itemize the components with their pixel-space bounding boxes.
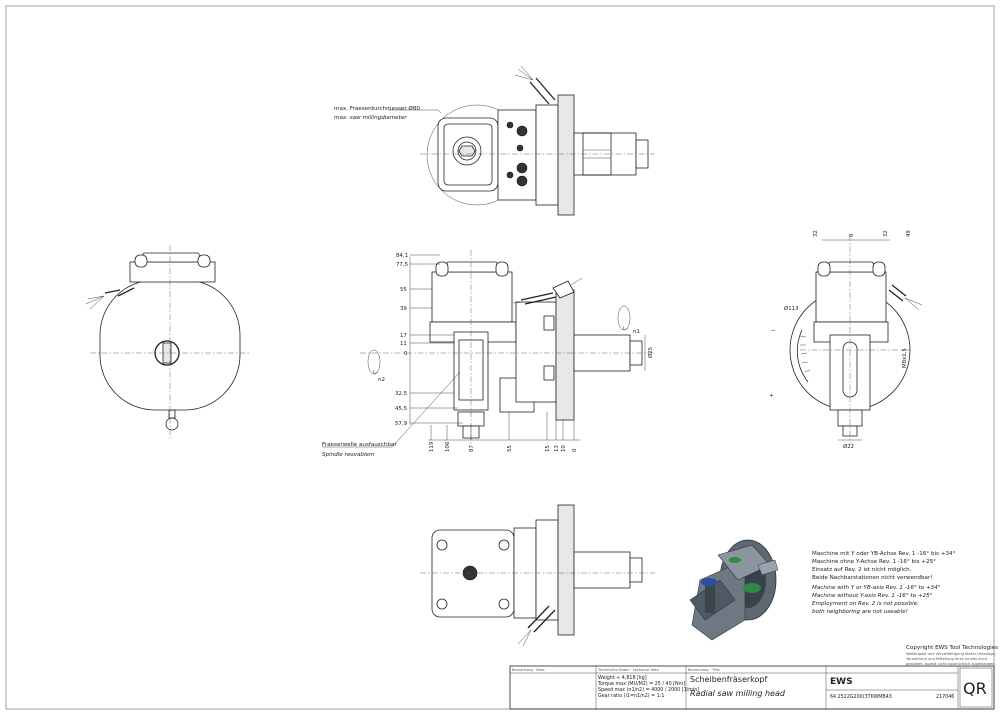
dim-label: 57,9 — [395, 421, 408, 427]
dim-label: 13 — [554, 445, 560, 452]
dim-label: 87 — [469, 445, 475, 452]
qr-label: QR — [963, 679, 987, 698]
company-logo: EWS — [830, 677, 853, 687]
copyright-block: Copyright EWS Tool Technologies Weiterga… — [906, 645, 998, 666]
svg-text:84,1: 84,1 — [396, 253, 408, 259]
note-line: Maschine ohne Y-Achse Rev. 1 -16° bis +2… — [812, 559, 936, 565]
minus-sign: − — [771, 328, 776, 334]
spec-line: Torque max (MU/M2) = 25 / 40 [Nm] — [597, 681, 685, 687]
tb-header: Bemerkung · Note — [512, 668, 545, 672]
top-view: max. Fraeserdurchmesser Ø80 max. saw mil… — [334, 65, 655, 216]
dim-label: 55 — [400, 287, 407, 293]
notes-block: Maschine mit Y oder YB-Achse Rev. 1 -16°… — [812, 551, 956, 615]
drawing-number: 217046 — [936, 694, 954, 700]
part-number: 64.2522G200(3TKWMB43 — [830, 694, 892, 700]
note-line: both neighboring are not useable! — [812, 609, 908, 615]
spec-line: Weight ≈ 4,818 [kg] — [598, 675, 647, 681]
copyright-title: Copyright EWS Tool Technologies — [906, 645, 998, 651]
dim-label: 15 — [545, 445, 551, 452]
dim-label: 119 — [429, 441, 435, 452]
dim-label: 11 — [400, 341, 407, 347]
dim-label: 0 — [404, 351, 408, 357]
saw-diameter-de-label: max. Fraeserdurchmesser Ø80 — [334, 105, 420, 112]
dim-label: Ø113 — [784, 305, 799, 312]
note-line: Machine with Y or YB-axis Rev. 1 -16° to… — [812, 585, 941, 591]
note-line: Einsatz auf Rev. 2 ist nicht möglich. — [812, 567, 912, 573]
dim-label: 32 — [813, 230, 819, 237]
dim-label: 39 — [400, 306, 407, 312]
dim-label: 0 — [572, 448, 578, 452]
note-line: Machine without Y-axis Rev. 1 -16° to +2… — [812, 593, 933, 599]
right-view: − + Ø113 32 0 32 49 M8x1,5 Ø22 — [769, 230, 923, 450]
title-en: Radial saw milling head — [690, 689, 786, 698]
dim-label: 0 — [849, 233, 855, 237]
copyright-text: gestattet, soweit nicht ausdrücklich zug… — [906, 662, 996, 666]
dim-label: 32,5 — [395, 391, 407, 397]
dim-label: 45,5 — [395, 406, 407, 412]
dim-label: Ø22 — [843, 443, 854, 450]
dim-label: 49 — [906, 230, 912, 237]
dim-shank-diameter: Ø25 — [647, 347, 654, 358]
dim-label: 77,5 — [396, 262, 408, 268]
isometric-render — [689, 539, 779, 641]
note-line: Maschine mit Y oder YB-Achse Rev. 1 -16°… — [812, 551, 956, 557]
dim-label: 10 — [561, 445, 567, 452]
tb-header: Technische Daten · technical data — [597, 668, 659, 672]
note-line: Employment on Rev. 2 is not possible. — [812, 601, 919, 607]
dim-label: M8x1,5 — [902, 348, 908, 368]
tb-header: Benennung · Title — [688, 668, 720, 672]
rotation-n2-label: n2 — [378, 377, 385, 383]
copyright-text: Weitergabe und Vervielfältigung dieser U… — [906, 652, 996, 656]
spec-line: Speed max (n1/n2) = 4000 / 2000 [1/min] — [598, 687, 699, 693]
dim-label: 55 — [507, 445, 513, 452]
rotation-n1-label: n1 — [633, 329, 641, 335]
title-de: Scheibenfräserkopf — [690, 675, 767, 684]
title-block: Bemerkung · Note Technische Daten · tech… — [509, 665, 995, 710]
spindle-en-label: Spindle reovablem — [322, 452, 375, 458]
bottom-view — [420, 504, 655, 647]
dim-label: 106 — [445, 441, 451, 452]
note-line: Beide Nachbarstationen nicht verwendbar! — [812, 575, 933, 581]
saw-diameter-en-label: max. saw millingdiameter — [334, 115, 407, 121]
dim-label: 17 — [400, 333, 407, 339]
front-view: 84,1 77,5 55 39 17 11 0 32,5 45,5 57,9 1… — [322, 250, 655, 458]
plus-sign: + — [769, 393, 774, 399]
sheet-border — [5, 5, 995, 710]
copyright-text: Verwertung und Mitteilung ihres Inhalts … — [906, 657, 988, 661]
left-view — [85, 245, 250, 440]
spindle-de-label: Fraeserwelle ausfauschbar — [322, 442, 397, 448]
dim-label: 32 — [883, 230, 889, 237]
spec-line: Gear ratio (i1=n1/n2) = 1:1 — [598, 693, 664, 699]
